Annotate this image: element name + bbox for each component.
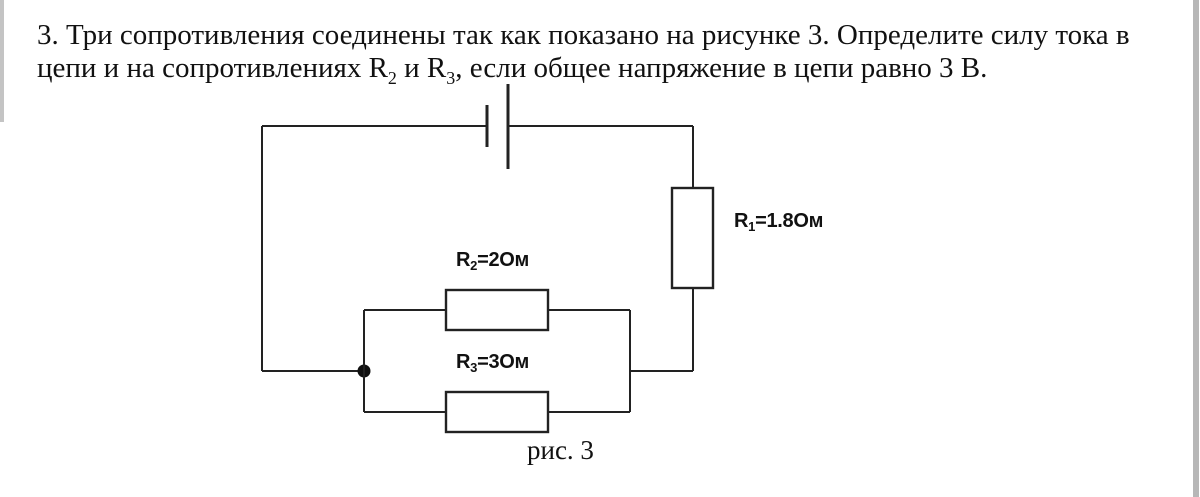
r2-subscript: 2 [387,67,397,88]
figure-caption: рис. 3 [527,435,594,465]
r3-label-value: =3Ом [477,351,530,373]
problem-line-1: 3. Три сопротивления соединены так как п… [37,19,1130,51]
problem-line-2: цепи и на сопротивлениях R2 и R3, если о… [37,52,1095,88]
r2-label-value: =2Ом [477,249,530,271]
right-edge-strip [1193,0,1199,497]
r3-label-subscript: 3 [470,360,478,375]
problem-line2-mid: и R [396,52,447,84]
problem-statement: 3. Три сопротивления соединены так как п… [37,19,1130,88]
problem-line2-prefix: цепи и на сопротивлениях R [37,52,388,84]
r2-label-subscript: 2 [470,258,478,273]
left-edge-line [0,0,4,122]
resistor-r2-box [444,288,550,332]
resistor-r1-box [670,186,715,290]
r1-label-value: =1.8Ом [755,210,824,232]
r1-label-subscript: 1 [748,219,756,234]
resistor-r3-label: R3=3Ом [456,351,529,374]
r1-label-base: R [734,210,749,232]
resistor-r3-box [444,390,550,434]
r3-label-base: R [456,351,471,373]
resistor-r1-label: R1=1.8Ом [734,210,823,233]
r2-label-base: R [456,249,471,271]
resistor-r2-label: R2=2Ом [456,249,529,272]
problem-line2-suffix: , если общее напряжение в цепи равно 3 В… [455,52,988,84]
r3-subscript: 3 [446,67,456,88]
